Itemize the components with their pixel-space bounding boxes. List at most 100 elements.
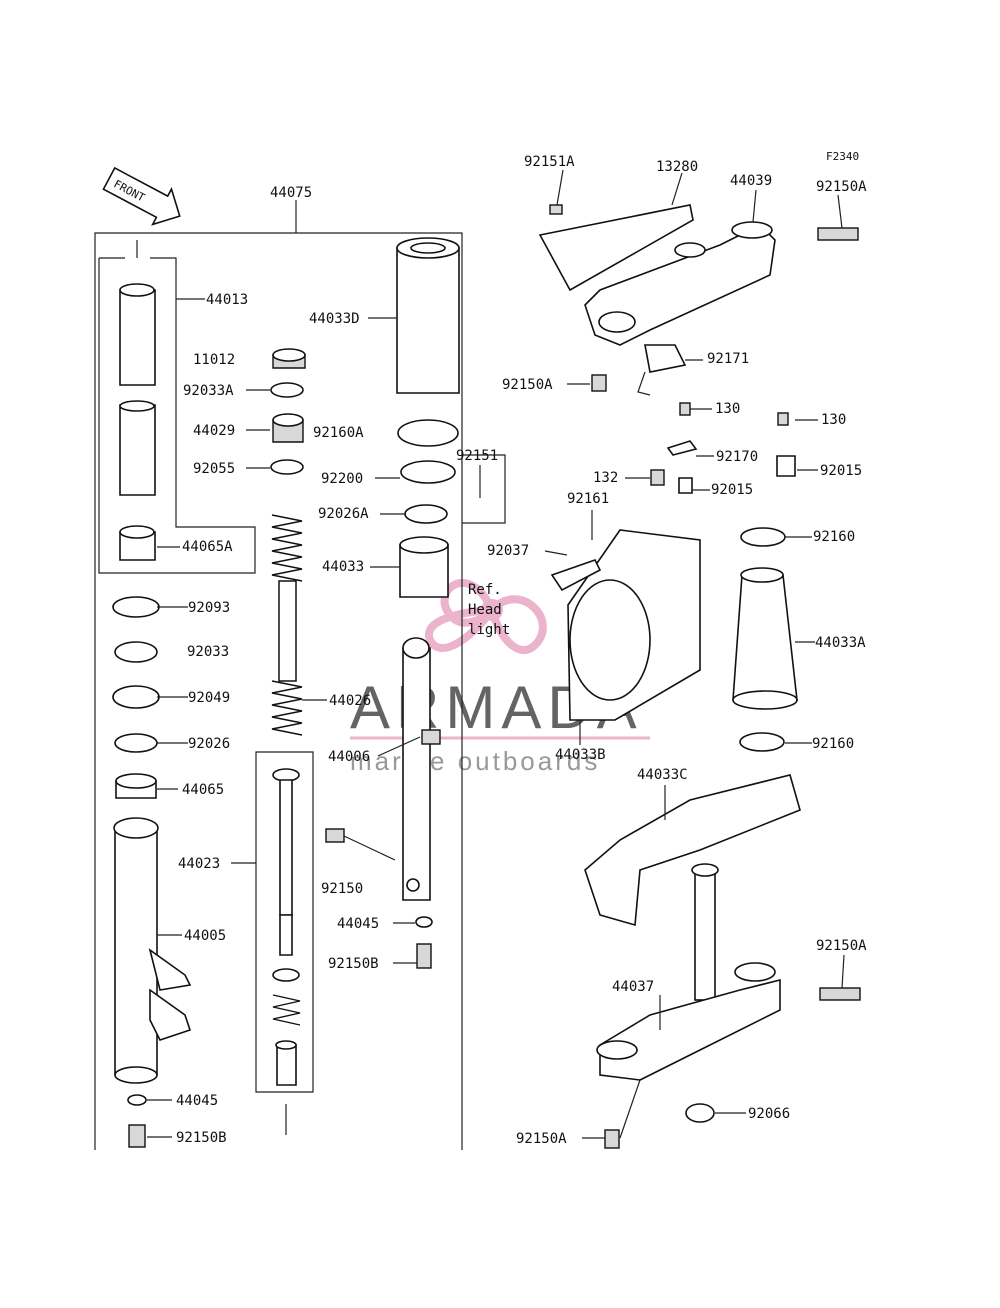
bolt-92151A-part xyxy=(549,204,563,215)
bolt-92150A-part xyxy=(817,227,859,241)
label-44023: 44023 xyxy=(178,856,220,872)
label-44075: 44075 xyxy=(270,185,312,201)
label-130-left: 130 xyxy=(715,401,740,417)
label-44045-upper: 44045 xyxy=(337,916,379,932)
label-132: 132 xyxy=(593,470,618,486)
figure-code: F2340 xyxy=(826,150,859,163)
label-44033D: 44033D xyxy=(309,311,360,327)
label-92160-upper: 92160 xyxy=(813,529,855,545)
label-92150A-bracket: 92150A xyxy=(502,377,553,393)
damper-box xyxy=(98,257,256,574)
clamp-92170-part xyxy=(666,440,698,456)
bolt-92150B-part xyxy=(416,943,432,969)
collar-92015-part xyxy=(678,477,693,494)
gasket-part xyxy=(127,1094,147,1106)
label-92200: 92200 xyxy=(321,471,363,487)
cylinder-box xyxy=(255,751,314,1093)
cover-44033A-part xyxy=(732,527,798,752)
label-92160-lower: 92160 xyxy=(812,736,854,752)
bolt-part xyxy=(128,1124,146,1148)
label-44065A: 44065A xyxy=(182,539,233,555)
label-44039: 44039 xyxy=(730,173,772,189)
upper-bracket-part xyxy=(538,204,776,346)
label-44037: 44037 xyxy=(612,979,654,995)
label-92171: 92171 xyxy=(707,351,749,367)
label-130-right: 130 xyxy=(821,412,846,428)
steering-stem-part xyxy=(596,863,781,1081)
oil-seal-part xyxy=(112,685,160,709)
label-92150B-lower: 92150B xyxy=(176,1130,227,1146)
fork-assembly-box xyxy=(94,200,506,1150)
label-92151: 92151 xyxy=(456,448,498,464)
leader-lines-left xyxy=(147,317,481,1138)
label-92093: 92093 xyxy=(188,600,230,616)
label-44033B: 44033B xyxy=(555,747,606,763)
label-92033: 92033 xyxy=(187,644,229,660)
bolt-92150-part xyxy=(325,828,396,861)
label-92066: 92066 xyxy=(748,1106,790,1122)
label-92161: 92161 xyxy=(567,491,609,507)
label-44029: 44029 xyxy=(193,423,235,439)
bracket-92171-part xyxy=(644,344,687,373)
propeller-logo-icon xyxy=(424,579,547,655)
middle-cover-part xyxy=(399,536,449,598)
label-92150: 92150 xyxy=(321,881,363,897)
plate-part xyxy=(400,460,456,484)
outer-tube-part xyxy=(113,817,192,1084)
label-92026A: 92026A xyxy=(318,506,369,522)
label-92150A-bottom: 92150A xyxy=(516,1131,567,1147)
valve-part xyxy=(272,413,304,443)
seal-part xyxy=(397,419,459,447)
dust-seal-part xyxy=(112,596,160,618)
bolt-130b-part xyxy=(777,412,789,426)
upper-cover-part xyxy=(396,237,460,394)
label-92151A: 92151A xyxy=(524,154,575,170)
label-11012: 11012 xyxy=(193,352,235,368)
label-92150A-top: 92150A xyxy=(816,179,867,195)
lower-cover-part xyxy=(584,774,801,927)
cylinder-rod-part xyxy=(272,768,301,1086)
label-92015-right: 92015 xyxy=(820,463,862,479)
collar-92015b-part xyxy=(776,455,796,477)
watermark-subtitle: marine outboards xyxy=(350,746,600,776)
bolt-92150A-stem-part xyxy=(819,987,861,1001)
label-92055: 92055 xyxy=(193,461,235,477)
screw-132-part xyxy=(650,469,665,486)
label-13280: 13280 xyxy=(656,159,698,175)
label-92015-left: 92015 xyxy=(711,482,753,498)
label-44026: 44026 xyxy=(329,693,371,709)
damper-tube-part xyxy=(119,283,156,561)
front-arrow-icon: FRONT xyxy=(102,166,181,226)
part-labels: 44075 44013 11012 92033A 44029 92055 440… xyxy=(176,154,867,1147)
label-92150A-stem: 92150A xyxy=(816,938,867,954)
bushing-part xyxy=(115,773,157,799)
label-44006: 44006 xyxy=(328,749,370,765)
label-92150B-upper: 92150B xyxy=(328,956,379,972)
bolt-130-part xyxy=(679,402,691,416)
ring-part xyxy=(270,459,304,475)
label-92170: 92170 xyxy=(716,449,758,465)
ref-headlight-note: Ref. Head light xyxy=(468,582,510,638)
nut-92066-part xyxy=(685,1103,715,1123)
label-44033A: 44033A xyxy=(815,635,866,651)
label-44045-lower: 44045 xyxy=(176,1093,218,1109)
label-44005: 44005 xyxy=(184,928,226,944)
washer-44045-part xyxy=(415,916,433,928)
leader-lines xyxy=(544,169,845,1139)
o-ring-part xyxy=(270,382,304,398)
label-92026: 92026 xyxy=(188,736,230,752)
cap-part xyxy=(272,348,306,369)
washer-part xyxy=(114,733,158,753)
bolt-92150A-lower-part xyxy=(591,374,607,392)
label-44013: 44013 xyxy=(206,292,248,308)
clamp-part xyxy=(404,504,448,524)
label-92049: 92049 xyxy=(188,690,230,706)
ref-note-line1: Ref. xyxy=(468,582,502,598)
label-92033A: 92033A xyxy=(183,383,234,399)
label-92160A: 92160A xyxy=(313,425,364,441)
fork-pin-part xyxy=(421,729,441,745)
inner-tube-part xyxy=(402,637,431,901)
ref-note-line2: Head xyxy=(468,602,502,618)
